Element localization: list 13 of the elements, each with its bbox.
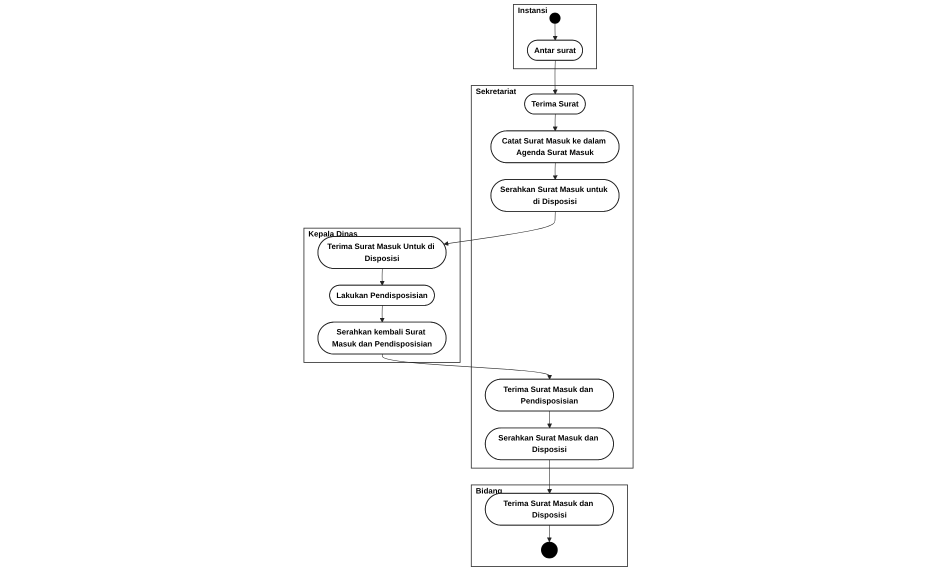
arrow: [552, 114, 558, 132]
arrow: [444, 211, 556, 246]
arrow: [547, 460, 552, 494]
node-circle: [549, 12, 561, 24]
arrow: [546, 525, 552, 542]
arrow: [552, 23, 558, 41]
arrow: [380, 268, 385, 286]
arrow: [382, 354, 552, 380]
arrow: [552, 60, 558, 94]
node-circle: [541, 542, 558, 558]
arrow: [547, 411, 552, 428]
arrow: [380, 305, 385, 323]
arrow: [552, 162, 558, 180]
